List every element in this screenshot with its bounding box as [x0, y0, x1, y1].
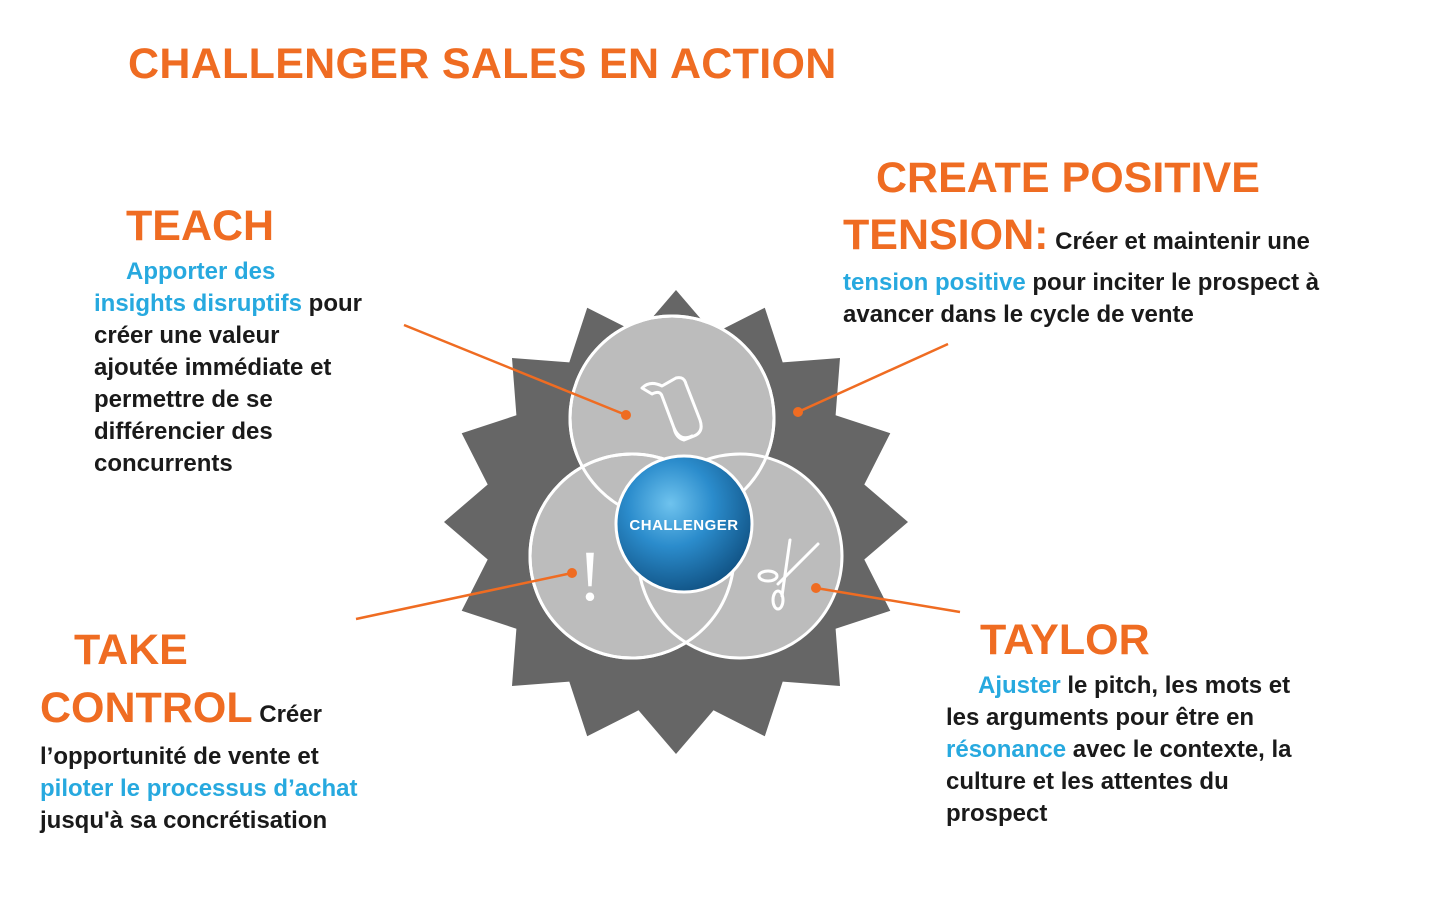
connector-take [355, 571, 573, 621]
take-control-heading-1: TAKE [74, 626, 188, 674]
taylor-highlight-1: Ajuster [978, 672, 1061, 699]
create-tension-text-3: avancer dans le cycle de vente [843, 301, 1194, 328]
taylor-heading: TAYLOR [980, 616, 1150, 664]
take-control-highlight: piloter le processus d’achat [40, 775, 358, 802]
connector-dot-create [793, 407, 803, 417]
take-control-text-2: l’opportunité de vente et [40, 743, 319, 770]
page-title: CHALLENGER SALES EN ACTION [128, 40, 837, 88]
teach-description: Apporter des insights disruptifs pour cr… [94, 256, 362, 480]
take-control-lead: Créer [252, 701, 322, 728]
scissors-icon [757, 538, 820, 611]
create-tension-heading-2: TENSION: [843, 211, 1049, 259]
teach-highlight-2: insights disruptifs [94, 290, 303, 317]
teach-text-3: créer une valeur [94, 322, 280, 349]
teach-highlight-1: Apporter des [126, 258, 276, 285]
teach-text-5: permettre de se [94, 386, 273, 413]
take-control-text-4: jusqu'à sa concrétisation [40, 807, 328, 834]
create-tension-text-2: pour inciter le prospect à [1025, 269, 1320, 296]
center-label: CHALLENGER [629, 517, 738, 534]
taylor-highlight-3: résonance [946, 736, 1067, 763]
create-tension-description: TENSION: Créer et maintenir une tension … [843, 210, 1319, 331]
connector-dot-teach [621, 410, 631, 420]
teach-text-4: ajoutée immédiate et [94, 354, 332, 381]
create-tension-heading-1: CREATE POSITIVE [876, 154, 1260, 202]
connector-teach [403, 323, 627, 417]
teach-text-6: différencier des [94, 418, 273, 445]
teach-text-2: pour [302, 290, 363, 317]
create-tension-lead: Créer et maintenir une [1048, 228, 1310, 255]
scroll-icon [640, 376, 703, 442]
teach-heading: TEACH [126, 202, 275, 250]
teach-text-7: concurrents [94, 450, 233, 477]
taylor-description: Ajuster le pitch, les mots et les argume… [946, 670, 1292, 830]
connector-dot-taylor [811, 583, 821, 593]
center-circle [614, 454, 754, 594]
taylor-text-5: prospect [946, 800, 1048, 827]
take-control-heading-2: CONTROL [40, 684, 253, 732]
create-tension-highlight: tension positive [843, 269, 1026, 296]
taylor-text-4: culture et les attentes du [946, 768, 1229, 795]
taylor-text-1: le pitch, les mots et [1060, 672, 1291, 699]
connector-dot-take [567, 568, 577, 578]
taylor-text-2: les arguments pour être en [946, 704, 1255, 731]
take-control-description: CONTROL Créer l’opportunité de vente et … [40, 682, 357, 837]
exclamation-icon: ! [578, 536, 602, 616]
connector-create [797, 342, 949, 414]
connector-taylor [815, 586, 961, 614]
taylor-text-3: avec le contexte, la [1066, 736, 1292, 763]
